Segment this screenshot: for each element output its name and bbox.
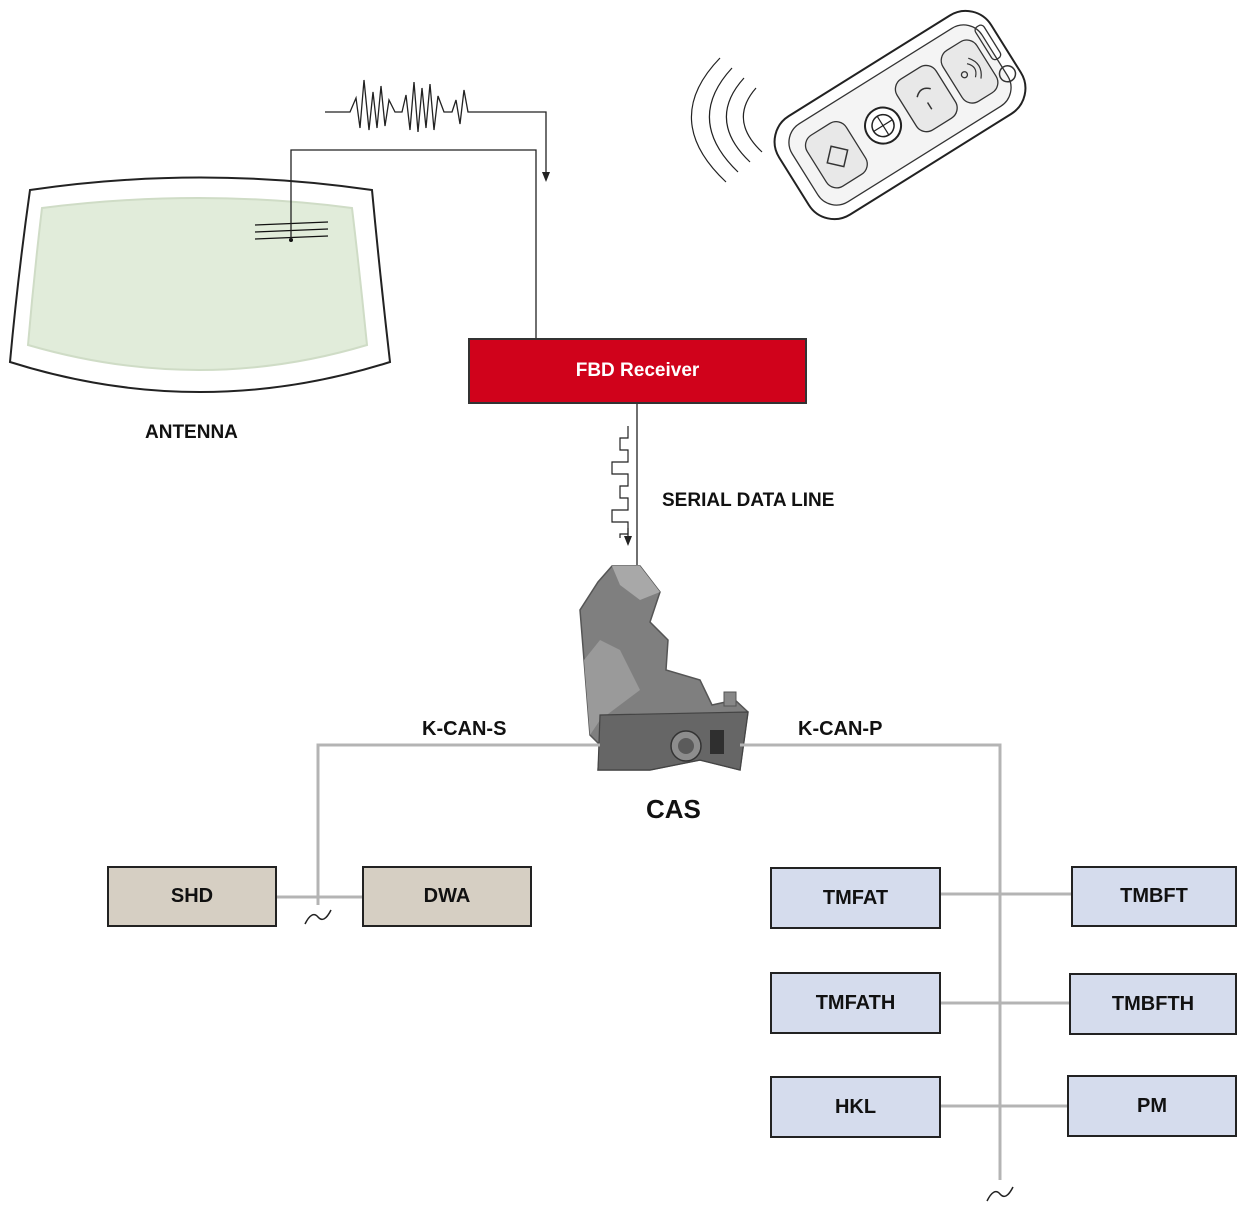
module-hkl-label: HKL <box>834 1095 877 1118</box>
module-dwa-label: DWA <box>423 885 471 907</box>
k-can-s-bus-end-icon <box>304 909 332 925</box>
windshield-icon <box>8 176 392 393</box>
module-shd: SHD <box>107 866 277 927</box>
k-can-p-bus <box>740 743 1071 1180</box>
cas-module-icon <box>579 565 749 771</box>
module-tmfat-label: TMFAT <box>822 886 889 909</box>
fbd-receiver-box: FBD Receiver <box>468 338 807 404</box>
module-hkl: HKL <box>770 1076 941 1138</box>
module-dwa: DWA <box>362 866 532 927</box>
module-pm-label: PM <box>1137 1094 1167 1117</box>
radio-waves-icon <box>690 57 763 183</box>
k-can-p-label: K-CAN-P <box>798 718 883 740</box>
module-tmfat: TMFAT <box>770 867 941 929</box>
antenna-wire <box>290 149 537 338</box>
antenna-label: ANTENNA <box>145 422 238 443</box>
module-tmbft-label: TMBFT <box>1120 885 1188 907</box>
cas-label: CAS <box>646 794 701 824</box>
k-can-s-label: K-CAN-S <box>422 718 507 740</box>
module-pm: PM <box>1067 1075 1237 1137</box>
key-fob-icon <box>773 9 1027 221</box>
rf-signal-icon <box>325 79 550 182</box>
module-tmfath-label: TMFATH <box>815 991 896 1014</box>
module-tmbft: TMBFT <box>1071 866 1237 927</box>
module-tmbfth: TMBFTH <box>1069 973 1237 1035</box>
module-tmbfth-label: TMBFTH <box>1111 992 1195 1015</box>
serial-data-line <box>611 404 638 565</box>
fbd-receiver-label: FBD Receiver <box>575 360 700 381</box>
module-shd-label: SHD <box>170 885 214 907</box>
k-can-p-bus-end-icon <box>986 1186 1014 1202</box>
module-tmfath: TMFATH <box>770 972 941 1034</box>
k-can-s-bus <box>277 743 600 905</box>
serial-data-line-label: SERIAL DATA LINE <box>662 490 835 511</box>
